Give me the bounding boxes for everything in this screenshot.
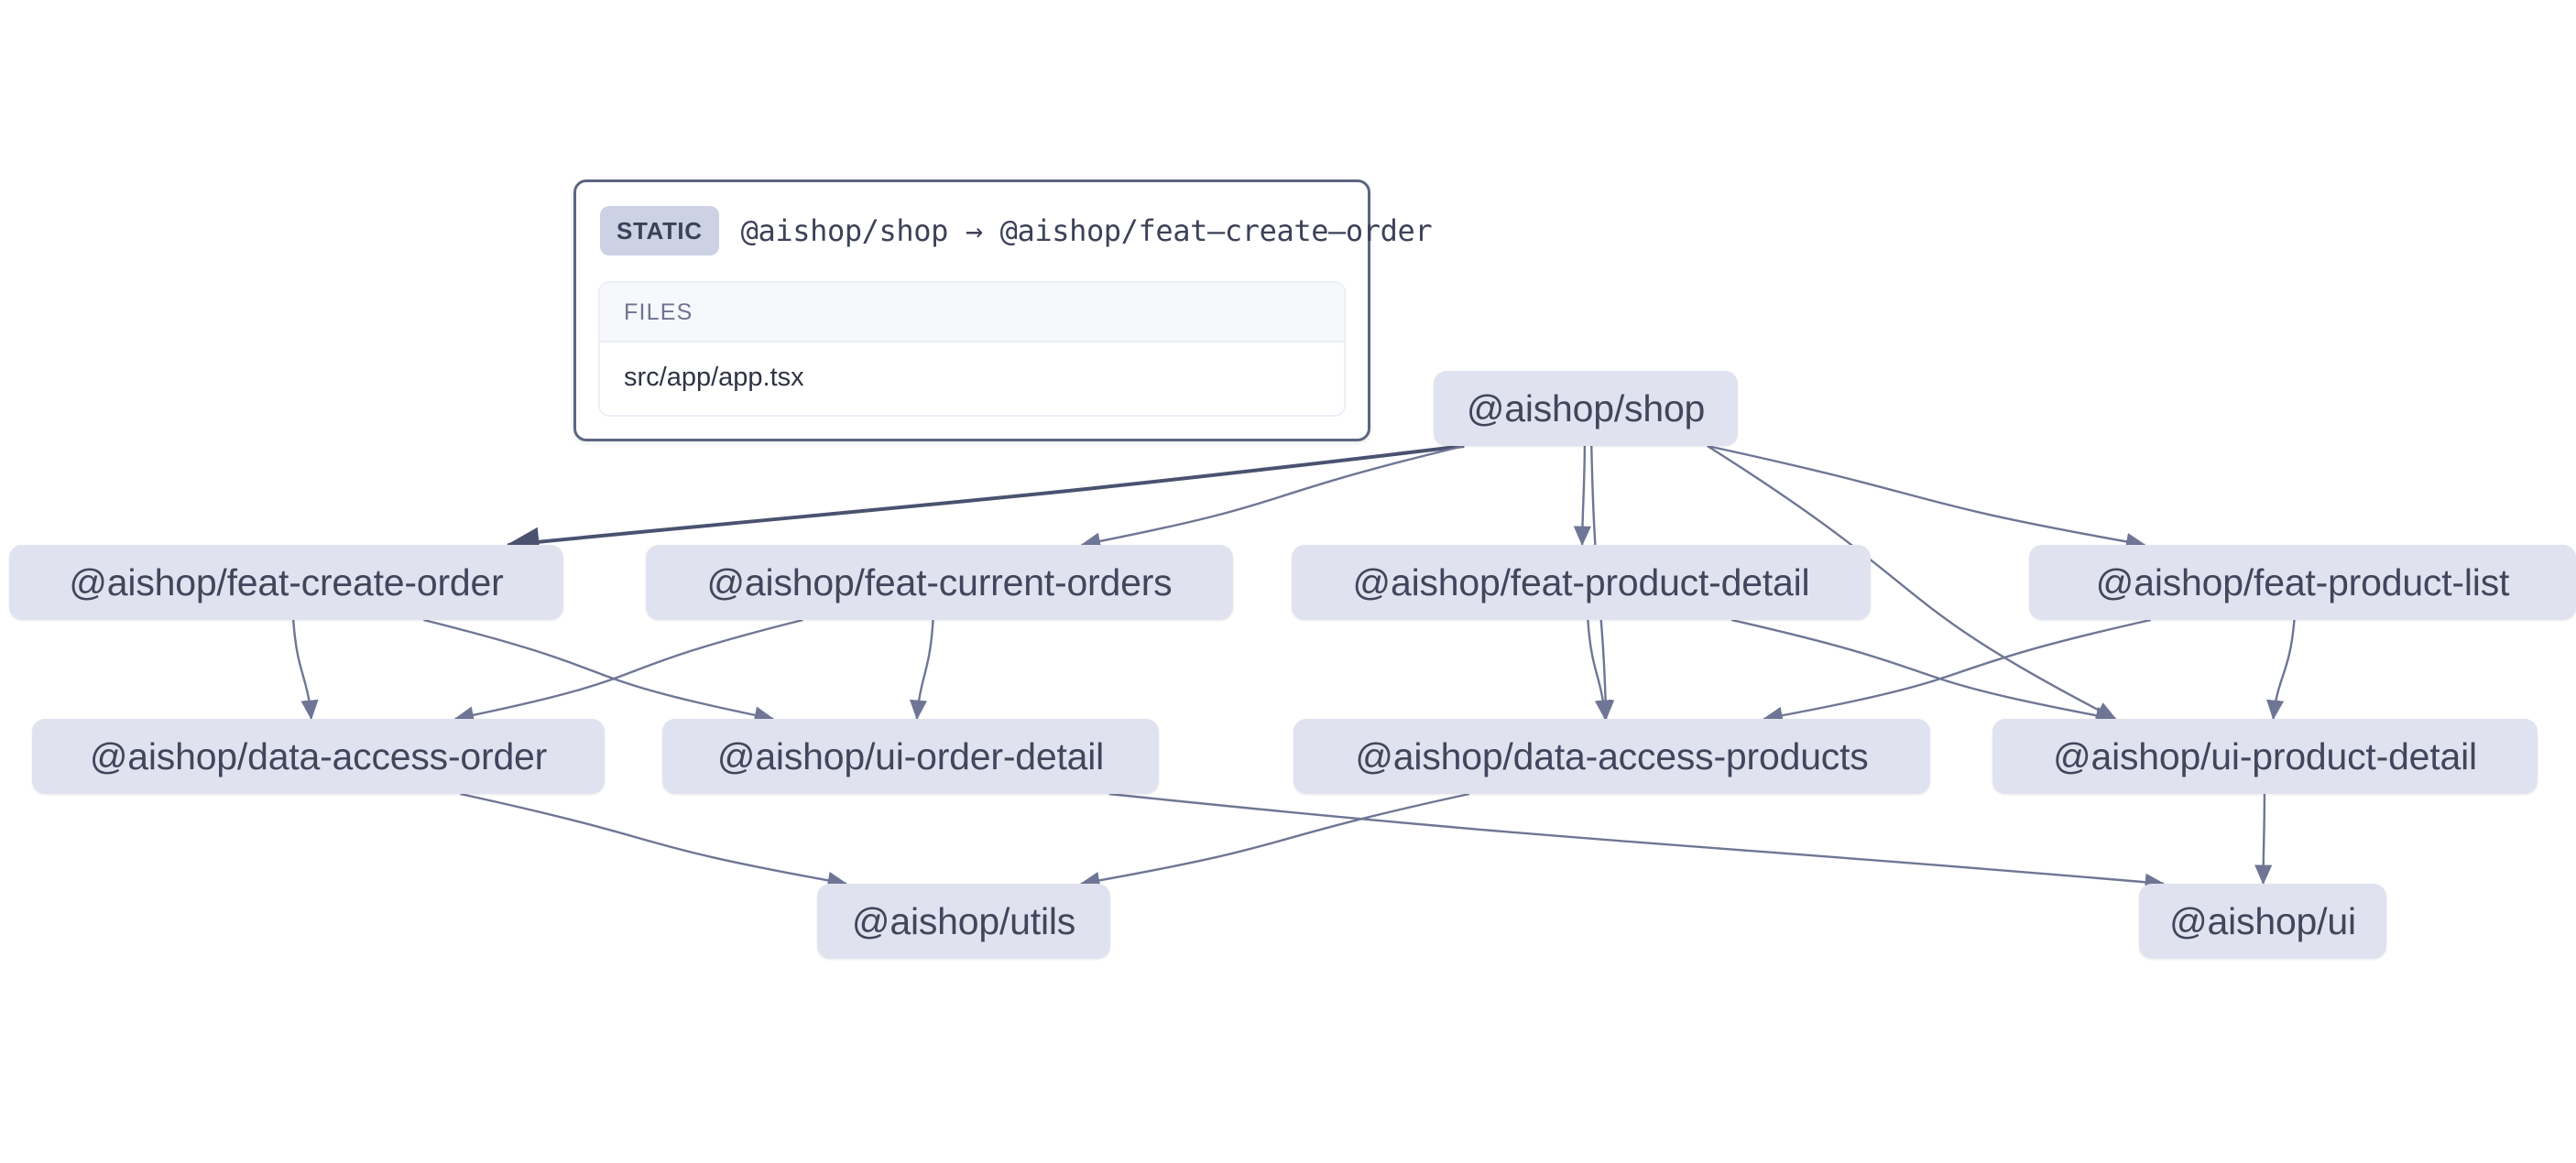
graph-edge-shop-to-feat-current-orders[interactable]	[1080, 444, 1465, 550]
graph-edge-feat-current-orders-to-ui-order-detail[interactable]	[909, 619, 934, 721]
graph-node-data-access-order[interactable]: @aishop/data-access-order	[32, 719, 605, 794]
graph-node-feat-current-orders[interactable]: @aishop/feat-current-orders	[646, 545, 1233, 620]
graph-edge-feat-product-detail-to-ui-product-detail[interactable]	[1730, 618, 2116, 724]
graph-node-label: @aishop/data-access-order	[89, 734, 548, 777]
graph-edge-data-access-products-to-utils[interactable]	[1079, 792, 1470, 889]
graph-node-ui[interactable]: @aishop/ui	[2139, 884, 2386, 959]
tooltip-files-panel: FILES src/app/app.tsx	[598, 281, 1346, 417]
files-section-header: FILES	[600, 283, 1344, 342]
graph-edge-ui-order-detail-to-ui[interactable]	[1108, 792, 2166, 891]
graph-node-feat-product-detail[interactable]: @aishop/feat-product-detail	[1292, 545, 1871, 620]
graph-node-ui-product-detail[interactable]: @aishop/ui-product-detail	[1992, 719, 2538, 794]
dependency-title: @aishop/shop → @aishop/feat–create–order	[740, 213, 1433, 248]
graph-node-label: @aishop/feat-product-detail	[1352, 560, 1810, 603]
graph-edge-feat-current-orders-to-data-access-order[interactable]	[453, 618, 803, 724]
file-list-item[interactable]: src/app/app.tsx	[600, 342, 1344, 415]
tooltip-header: STATIC @aishop/shop → @aishop/feat–creat…	[598, 202, 1433, 261]
graph-edge-data-access-order-to-utils[interactable]	[460, 792, 848, 889]
graph-edge-feat-create-order-to-data-access-order[interactable]	[292, 619, 319, 721]
graph-node-data-access-products[interactable]: @aishop/data-access-products	[1293, 719, 1930, 794]
graph-node-label: @aishop/utils	[851, 899, 1076, 942]
graph-edge-feat-product-list-to-ui-product-detail[interactable]	[2266, 619, 2296, 721]
graph-node-label: @aishop/data-access-products	[1355, 734, 1869, 777]
graph-edge-ui-product-detail-to-ui[interactable]	[2254, 793, 2273, 886]
graph-node-label: @aishop/ui	[2169, 899, 2356, 942]
graph-node-label: @aishop/shop	[1466, 386, 1706, 429]
graph-edge-shop-to-feat-create-order[interactable]	[506, 444, 1465, 557]
graph-node-feat-create-order[interactable]: @aishop/feat-create-order	[9, 545, 563, 620]
graph-edge-shop-to-feat-product-detail[interactable]	[1573, 445, 1591, 547]
graph-node-utils[interactable]: @aishop/utils	[817, 884, 1110, 959]
graph-node-label: @aishop/feat-current-orders	[706, 560, 1173, 603]
graph-node-ui-order-detail[interactable]: @aishop/ui-order-detail	[662, 719, 1159, 794]
graph-node-label: @aishop/ui-product-detail	[2053, 734, 2477, 777]
graph-edge-feat-create-order-to-ui-order-detail[interactable]	[423, 618, 775, 724]
graph-node-label: @aishop/feat-create-order	[69, 560, 504, 603]
graph-node-shop[interactable]: @aishop/shop	[1434, 371, 1738, 446]
dependency-tooltip: STATIC @aishop/shop → @aishop/feat–creat…	[573, 179, 1433, 441]
graph-edge-feat-product-detail-to-data-access-products[interactable]	[1587, 619, 1613, 721]
graph-node-label: @aishop/feat-product-list	[2095, 560, 2510, 603]
graph-edge-shop-to-feat-product-list[interactable]	[1707, 444, 2146, 550]
dependency-type-badge: STATIC	[600, 206, 719, 255]
graph-node-feat-product-list[interactable]: @aishop/feat-product-list	[2029, 545, 2576, 620]
graph-node-label: @aishop/ui-order-detail	[716, 734, 1105, 777]
graph-edge-feat-product-list-to-data-access-products[interactable]	[1763, 618, 2151, 724]
